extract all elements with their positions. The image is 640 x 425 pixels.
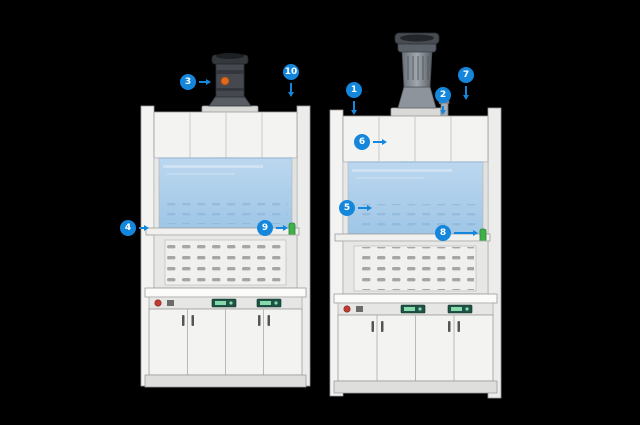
callout-number: 5 [339,200,355,216]
blower-knob [220,76,230,86]
blower-outlet [216,53,244,59]
callout-number: 4 [120,220,136,236]
callout-number: 8 [435,225,451,241]
power-knob [154,299,162,307]
callout-number: 10 [283,64,299,80]
door-seams [187,309,264,375]
callout-arrow-icon [358,204,372,211]
callout-arrow-icon [139,224,149,231]
display-unit [447,304,473,314]
callout-number: 3 [180,74,196,90]
callout-5: 5 [339,200,372,216]
blower-vents [407,56,429,80]
callout-number: 6 [354,134,370,150]
callout-arrow-icon [462,86,469,100]
callout-arrow-icon [276,224,288,231]
plinth-base [144,374,307,388]
callout-4: 4 [120,220,149,236]
socket [356,306,363,312]
base-cabinet [337,314,494,382]
callout-arrow-icon [373,138,387,145]
callout-number: 2 [435,87,451,103]
callout-number: 1 [346,82,362,98]
door-seams [376,315,455,381]
blower-outlet [400,34,434,42]
callout-3: 3 [180,74,211,90]
power-knob [343,305,351,313]
callout-arrow-icon [454,229,478,236]
door-handle [457,321,460,332]
fume-hood-left [140,53,311,388]
callout-8: 8 [435,225,478,241]
callout-arrow-icon [199,78,211,85]
plinth-base [333,380,498,394]
callout-7: 7 [458,67,474,100]
door-handle [182,315,185,326]
callout-6: 6 [354,134,387,150]
callout-1: 1 [346,82,362,115]
callout-10: 10 [283,64,299,97]
door-handle [448,321,451,332]
fume-hood-right [329,32,502,399]
display-unit [211,298,237,308]
door-handle [191,315,194,326]
callout-number: 9 [257,220,273,236]
door-handle [381,321,384,332]
blower-body [215,61,245,98]
door-handle [258,315,261,326]
exhaust-blower-left [201,53,259,114]
socket [167,300,174,306]
callout-arrow-icon [287,83,294,97]
callout-number: 7 [458,67,474,83]
callout-9: 9 [257,220,288,236]
callout-arrow-icon [350,101,357,115]
base-cabinet [148,308,303,376]
callout-2: 2 [435,87,451,115]
callout-arrow-icon [439,106,446,115]
display-unit [400,304,426,314]
display-unit [256,298,282,308]
door-handle [267,315,270,326]
exhaust-blower-right [390,32,450,117]
door-handle [371,321,374,332]
